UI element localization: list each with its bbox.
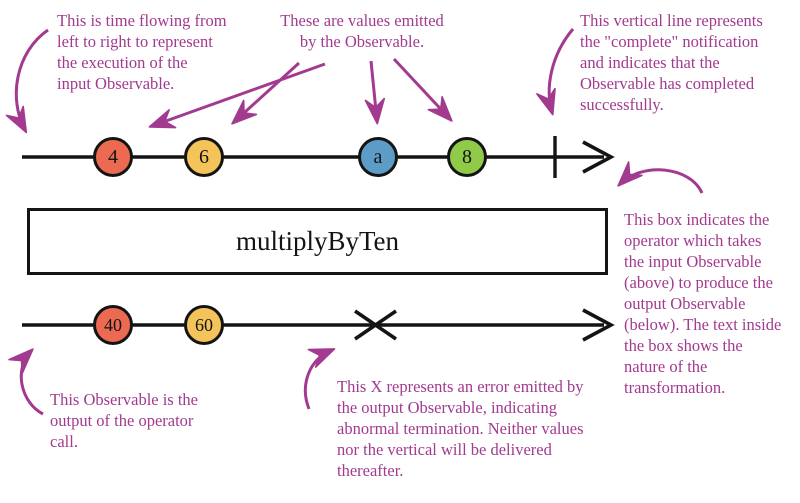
arrow-to-error-x [304,348,336,410]
input-marble-8: 8 [447,137,487,177]
note-line: the box shows the [624,336,743,355]
note-line: the "complete" notification [580,32,759,51]
note-error: This X represents an error emitted by th… [337,376,584,481]
note-emitted-values: These are values emitted by the Observab… [262,10,462,52]
note-line: thereafter. [337,461,404,480]
note-line: (below). The text inside [624,315,782,334]
note-line: by the Observable. [299,32,425,51]
note-line: nature of the [624,357,708,376]
note-line: These are values emitted [280,11,444,30]
arrow-to-operator-box [617,161,704,194]
note-line: abnormal termination. Neither values [337,419,584,438]
arrow-to-marble-6 [231,61,301,125]
arrow-time-to-timeline [5,28,49,134]
curved-arrows [5,28,704,416]
note-complete: This vertical line represents the "compl… [580,10,763,115]
input-marble-4: 4 [93,137,133,177]
note-line: This Observable is the [50,390,199,409]
note-line: transformation. [624,378,726,397]
note-line: (above) to produce the [624,273,773,292]
output-marble-40: 40 [93,305,133,345]
arrow-to-marble-a [364,60,386,125]
note-output-observable: This Observable is the output of the ope… [50,389,198,452]
note-line: nor the vertical will be delivered [337,440,552,459]
note-time-flow: This is time flowing from left to right … [57,10,227,94]
arrow-to-complete-line [536,28,575,116]
note-line: This box indicates the [624,210,770,229]
note-line: and indicates that the [580,53,720,72]
note-line: Observable has completed [580,74,755,93]
note-line: This X represents an error emitted by [337,377,584,396]
input-marble-a: a [358,137,398,177]
note-line: call. [50,432,78,451]
operator-box-label: multiplyByTen [235,226,400,256]
note-line: input Observable. [57,74,175,93]
note-line: operator which takes [624,231,762,250]
note-line: the execution of the [57,53,188,72]
note-operator-box: This box indicates the operator which ta… [624,209,781,398]
operator-box: multiplyByTen [27,208,608,275]
output-marble-60: 60 [184,305,224,345]
arrow-output-to-timeline [8,348,44,416]
note-line: output of the operator [50,411,194,430]
arrow-to-marble-4 [148,62,326,129]
note-line: output Observable [624,294,746,313]
arrow-to-marble-8 [392,57,453,122]
note-line: left to right to represent [57,32,213,51]
error-x-icon [353,309,398,341]
values-arrows [148,57,453,129]
note-line: the output Observable, indicating [337,398,557,417]
note-line: This vertical line represents [580,11,763,30]
input-marble-6: 6 [184,137,224,177]
note-line: successfully. [580,95,664,114]
note-line: the input Observable [624,252,762,271]
note-line: This is time flowing from [57,11,227,30]
